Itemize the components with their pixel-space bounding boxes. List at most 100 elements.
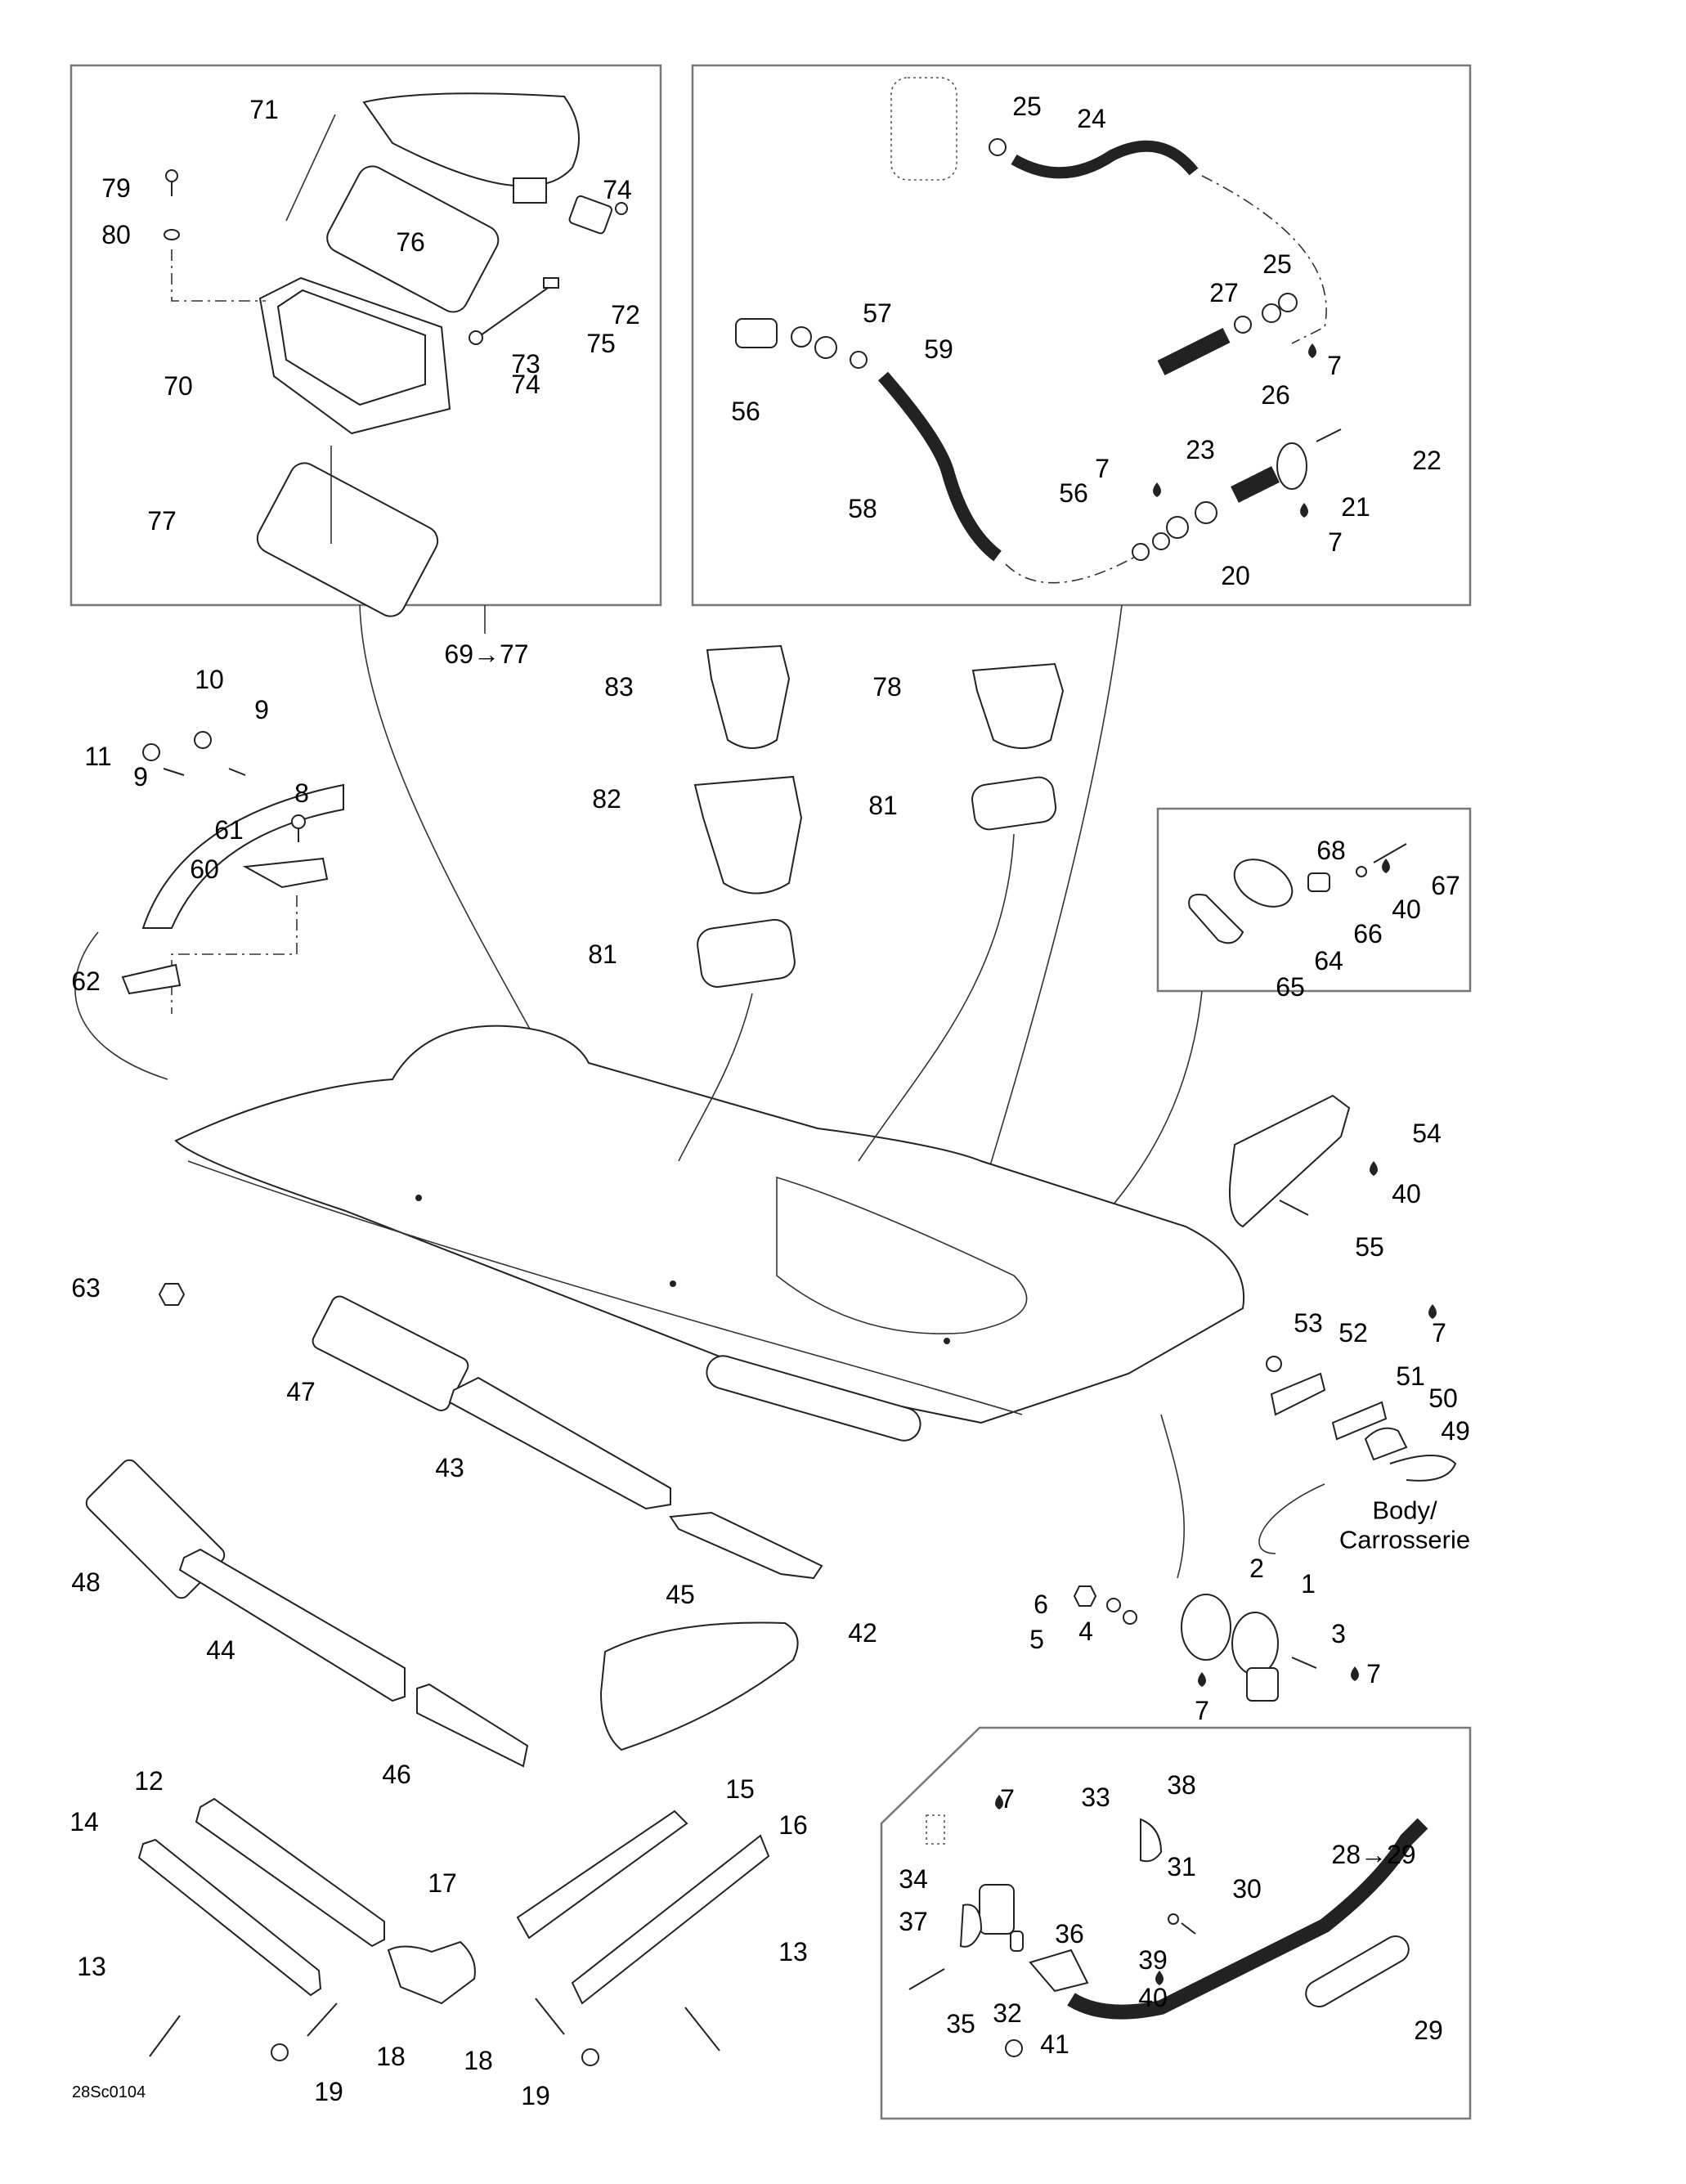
callout-34: 34 — [899, 1864, 928, 1894]
nut-56 — [814, 336, 837, 359]
callout-27: 27 — [1209, 278, 1239, 307]
callout-3: 3 — [1331, 1619, 1346, 1648]
callout-59: 59 — [924, 334, 953, 364]
spacer-66 — [1307, 872, 1330, 892]
storage-bin-arrow — [359, 604, 540, 1047]
callout-74: 74 — [603, 175, 632, 204]
screw-79 — [165, 169, 178, 196]
cup-82 — [693, 775, 803, 895]
callout-50: 50 — [1428, 1383, 1458, 1413]
plate-34 — [959, 1904, 983, 1948]
callout-79: 79 — [101, 173, 131, 203]
callout-20: 20 — [1221, 561, 1250, 590]
rail-16 — [571, 1834, 770, 2005]
gasket-2 — [1181, 1594, 1231, 1661]
grab-handle-8 — [141, 783, 344, 929]
nut-20 — [1166, 516, 1189, 539]
callout-38: 38 — [1167, 1770, 1196, 1800]
rail-12 — [195, 1797, 385, 1948]
fitting-56 — [735, 318, 778, 348]
callout-12: 12 — [134, 1766, 164, 1796]
bracket-60 — [242, 857, 329, 889]
clamp-25a — [989, 138, 1007, 156]
washer-27 — [1234, 316, 1252, 334]
callout-7g: 7 — [1000, 1784, 1015, 1814]
callout-44: 44 — [206, 1635, 235, 1665]
rail-15 — [516, 1810, 688, 1940]
callout-57: 57 — [863, 298, 892, 328]
callout-82: 82 — [592, 784, 621, 814]
callout-65: 65 — [1276, 972, 1305, 1002]
callout-7: 7 — [1327, 351, 1342, 380]
washer-80 — [164, 229, 180, 240]
plate-33 — [1140, 1818, 1163, 1863]
rivet-13a — [149, 2015, 181, 2057]
callout-24: 24 — [1077, 104, 1106, 133]
clamp-56b-2 — [1152, 532, 1170, 550]
callout-10: 10 — [195, 665, 224, 694]
latch-72 — [568, 195, 613, 235]
callout-56: 56 — [731, 397, 760, 426]
callout-39: 39 — [1138, 1945, 1168, 1975]
screw-9b — [163, 768, 185, 776]
sealant-drop-icon — [995, 1795, 1003, 1810]
callout-26: 26 — [1261, 380, 1290, 410]
callout-55: 55 — [1355, 1232, 1384, 1262]
eyelet-50 — [1364, 1427, 1408, 1461]
callout-range-69-77: 69→77 — [444, 639, 529, 669]
hose-24-path — [1201, 175, 1327, 344]
plate-52 — [1270, 1372, 1326, 1416]
callout-51: 51 — [1396, 1361, 1425, 1391]
callout-7d: 7 — [1432, 1318, 1446, 1348]
callout-77: 77 — [147, 506, 177, 536]
sealant-drop-icon — [1300, 503, 1308, 518]
drain-plug-1 — [1246, 1667, 1279, 1702]
callout-52: 52 — [1338, 1318, 1368, 1348]
bilge-pump-outline — [890, 77, 957, 181]
handle-arrow — [74, 931, 168, 1080]
callout-9b: 9 — [133, 762, 148, 792]
drain-housing-1 — [1231, 1612, 1279, 1675]
callout-53: 53 — [1294, 1308, 1323, 1338]
callout-11: 11 — [84, 742, 112, 771]
callout-76: 76 — [396, 227, 425, 257]
cap-19a — [271, 2043, 289, 2061]
screw-22 — [1316, 428, 1342, 442]
rivet-18a — [307, 2002, 338, 2037]
callout-40b: 40 — [1392, 1179, 1421, 1209]
sealant-drop-icon — [1308, 343, 1316, 358]
callout-71: 71 — [249, 95, 279, 124]
callout-5: 5 — [1029, 1625, 1044, 1654]
callout-range-28-29: 28→29 — [1331, 1840, 1416, 1869]
storage-bin-70 — [258, 276, 451, 435]
hose-58 — [877, 371, 1002, 562]
callout-42: 42 — [848, 1618, 877, 1648]
spring-75 — [543, 277, 559, 289]
bracket-arm — [1029, 1949, 1089, 1993]
screw-55 — [1279, 1200, 1309, 1216]
bumper-tube-28 — [1067, 1818, 1428, 2020]
callout-30: 30 — [1232, 1874, 1262, 1904]
nut-6 — [1073, 1585, 1097, 1607]
clamp-25b — [1278, 293, 1298, 312]
callout-7f: 7 — [1366, 1659, 1381, 1688]
callout-25: 25 — [1012, 92, 1042, 121]
callout-4: 4 — [1078, 1617, 1093, 1646]
clamp-56b-1 — [1132, 543, 1150, 561]
screw-3 — [1291, 1657, 1317, 1669]
callout-78: 78 — [872, 672, 902, 702]
sealant-drop-icon — [1382, 859, 1390, 873]
sealant-drop-icon — [1155, 1971, 1164, 1985]
callout-23: 23 — [1186, 435, 1215, 464]
callout-35: 35 — [946, 2009, 975, 2038]
nut-11 — [142, 743, 160, 761]
body-label: Body/ Carrosserie — [1339, 1496, 1470, 1554]
callout-36: 36 — [1055, 1919, 1084, 1949]
washer-31 — [1168, 1913, 1179, 1925]
sealant-drop-icon — [1153, 482, 1161, 497]
callout-25b: 25 — [1262, 249, 1292, 279]
callout-46: 46 — [382, 1760, 411, 1789]
body-arrow-1 — [1160, 1414, 1186, 1579]
callout-7e: 7 — [1195, 1696, 1209, 1725]
